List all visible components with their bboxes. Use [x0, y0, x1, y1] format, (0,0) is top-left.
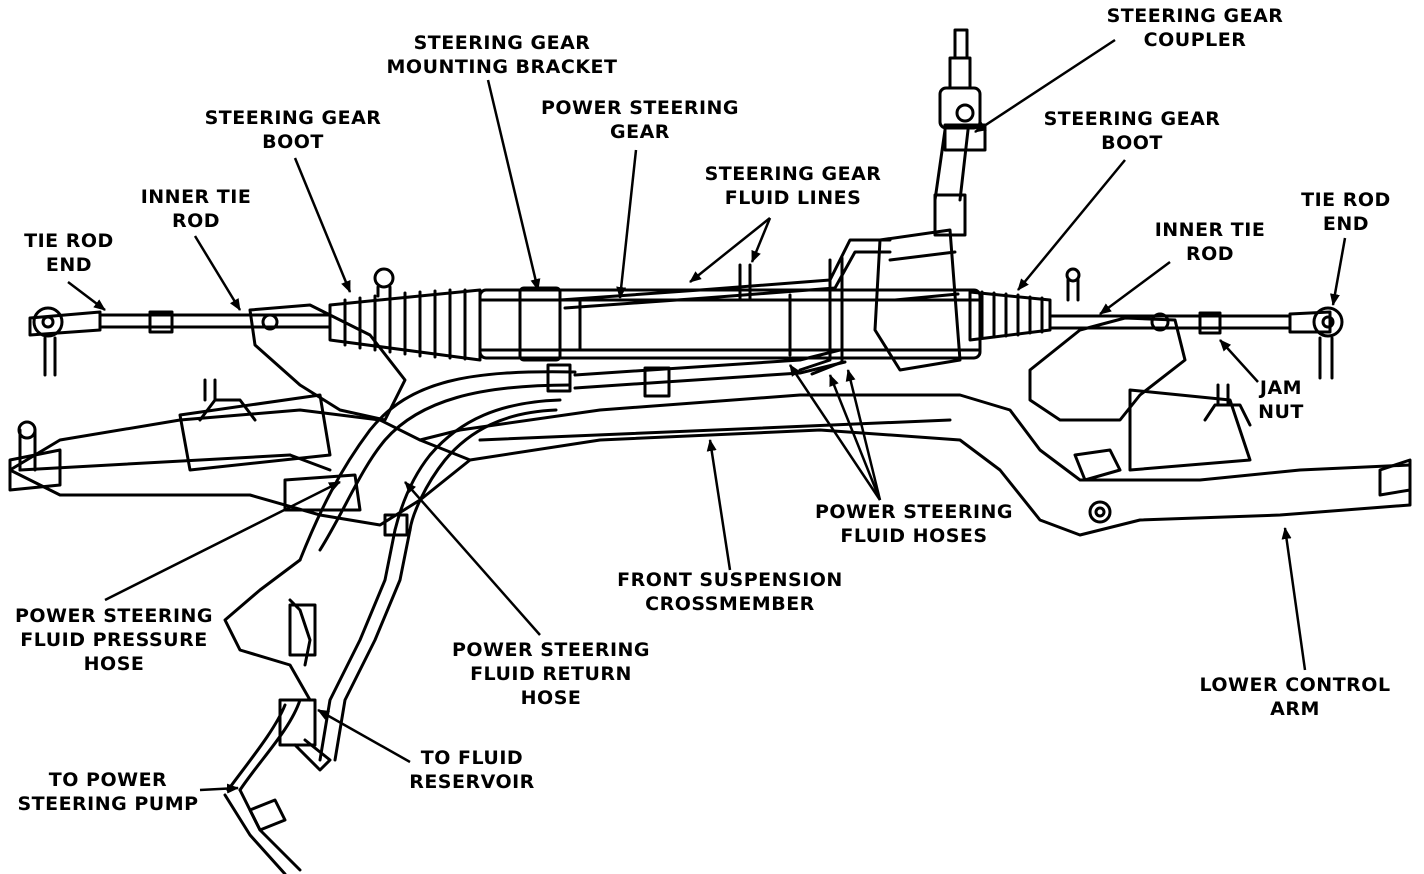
label-line: RESERVOIR — [409, 771, 535, 793]
label-line: POWER STEERING — [451, 639, 651, 661]
power-steering-hoses-drawing — [223, 348, 847, 874]
label-line: STEERING GEAR — [1043, 108, 1221, 130]
right-boot-drawing — [968, 267, 1081, 342]
label-to-fluid-reservoir: TO FLUID RESERVOIR — [409, 746, 535, 794]
label-power-steering-gear: POWER STEERING GEAR — [541, 96, 739, 144]
leader-left-tie-rod-end — [67, 281, 106, 311]
label-line: STEERING GEAR — [1106, 5, 1284, 27]
label-line: MOUNTING BRACKET — [386, 56, 618, 78]
leader-lower-control-arm — [1281, 527, 1307, 671]
leader-fluid-reservoir — [317, 708, 411, 764]
left-boot-drawing — [328, 267, 482, 362]
label-line: TIE ROD — [24, 230, 114, 252]
label-line: FLUID HOSES — [840, 525, 988, 547]
leader-mounting-bracket — [486, 79, 541, 291]
label-line: POWER STEERING — [540, 97, 740, 119]
label-line: BOOT — [1101, 132, 1163, 154]
label-line: COUPLER — [1143, 29, 1247, 51]
leader-right-tie-rod-end — [1330, 237, 1347, 306]
leader-left-boot — [293, 157, 352, 293]
label-line: INNER TIE — [140, 186, 252, 208]
leader-fluid-hoses-c — [845, 369, 882, 501]
label-line: STEERING GEAR — [413, 32, 591, 54]
label-power-steering-fluid-hoses: POWER STEERING FLUID HOSES — [815, 500, 1013, 548]
label-line: JAM — [1259, 377, 1303, 399]
leader-right-inner-tie-rod — [1099, 260, 1171, 316]
leader-jam-nut — [1219, 339, 1259, 383]
label-line: STEERING GEAR — [704, 163, 882, 185]
label-steering-gear-fluid-lines: STEERING GEAR FLUID LINES — [705, 162, 882, 210]
label-line: STEERING GEAR — [204, 107, 382, 129]
label-line: ROD — [1185, 243, 1235, 265]
label-tie-rod-end-left: TIE ROD END — [24, 229, 114, 277]
leader-fluid-hoses-b — [828, 374, 882, 501]
pinion-and-coupler-drawing — [873, 28, 987, 372]
label-inner-tie-rod-left: INNER TIE ROD — [141, 185, 252, 233]
label-line: CROSSMEMBER — [645, 593, 815, 615]
label-steering-gear-boot-right: STEERING GEAR BOOT — [1044, 107, 1221, 155]
label-line: GEAR — [610, 121, 670, 143]
leader-fluid-lines-a — [689, 217, 771, 283]
label-line: HOSE — [83, 653, 145, 675]
label-line: TO FLUID — [420, 747, 524, 769]
label-line: BOOT — [262, 131, 324, 153]
label-line: FLUID LINES — [724, 187, 862, 209]
label-line: POWER STEERING — [14, 605, 214, 627]
leader-power-steering-pump — [199, 783, 239, 794]
leader-fluid-hoses-a — [788, 364, 882, 501]
mounting-brackets-drawing — [248, 303, 1187, 422]
tie-rod-ends-drawing — [28, 306, 1344, 380]
left-lower-control-arm-drawing — [8, 378, 332, 492]
label-steering-gear-coupler: STEERING GEAR COUPLER — [1107, 4, 1284, 52]
label-line: STEERING PUMP — [17, 793, 199, 815]
label-line: FRONT SUSPENSION — [617, 569, 843, 591]
leader-return-hose — [404, 481, 541, 636]
label-line: TIE ROD — [1301, 189, 1391, 211]
label-power-steering-fluid-pressure-hose: POWER STEERING FLUID PRESSURE HOSE — [15, 604, 213, 676]
right-lower-control-arm-drawing — [1073, 383, 1412, 497]
label-line: END — [45, 254, 93, 276]
label-line: POWER STEERING — [814, 501, 1014, 523]
label-line: FLUID RETURN — [470, 663, 632, 685]
label-lower-control-arm: LOWER CONTROL ARM — [1199, 673, 1390, 721]
label-tie-rod-end-right: TIE ROD END — [1301, 188, 1391, 236]
label-power-steering-fluid-return-hose: POWER STEERING FLUID RETURN HOSE — [452, 638, 650, 710]
label-line: ROD — [171, 210, 221, 232]
leader-right-boot — [1017, 159, 1126, 291]
label-line: TO POWER — [48, 769, 168, 791]
leader-power-steering-gear — [616, 149, 638, 299]
leader-lines — [67, 38, 1347, 794]
label-line: HOSE — [520, 687, 582, 709]
inner-tie-rods-drawing — [98, 310, 1292, 335]
label-line: NUT — [1258, 401, 1304, 423]
label-steering-gear-boot-left: STEERING GEAR BOOT — [205, 106, 382, 154]
leader-pressure-hose — [104, 480, 341, 602]
label-line: INNER TIE — [1154, 219, 1266, 241]
label-inner-tie-rod-right: INNER TIE ROD — [1155, 218, 1266, 266]
leader-coupler — [974, 38, 1116, 134]
label-line: LOWER CONTROL — [1199, 674, 1391, 696]
label-to-power-steering-pump: TO POWER STEERING PUMP — [17, 768, 198, 816]
label-jam-nut: JAM NUT — [1258, 376, 1304, 424]
leader-left-inner-tie-rod — [193, 235, 242, 311]
leader-fluid-lines-b — [750, 217, 772, 263]
label-front-suspension-crossmember: FRONT SUSPENSION CROSSMEMBER — [617, 568, 843, 616]
fluid-lines-drawing — [558, 238, 892, 376]
label-line: ARM — [1270, 698, 1320, 720]
label-steering-gear-mounting-bracket: STEERING GEAR MOUNTING BRACKET — [387, 31, 618, 79]
label-line: END — [1322, 213, 1370, 235]
leader-crossmember — [706, 439, 732, 571]
label-line: FLUID PRESSURE — [20, 629, 208, 651]
